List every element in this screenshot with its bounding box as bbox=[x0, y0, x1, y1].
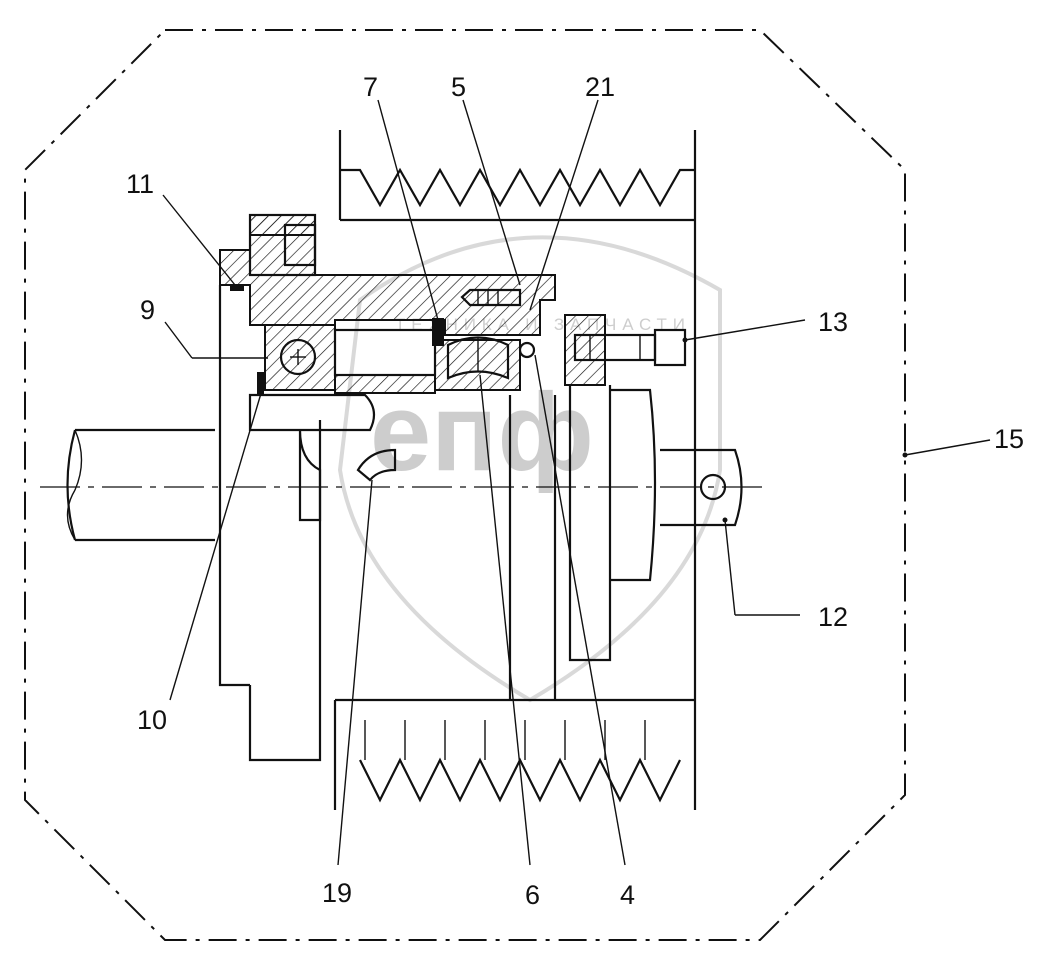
callout-7: 7 bbox=[363, 72, 379, 102]
seal-ring bbox=[432, 318, 444, 346]
callout-21: 21 bbox=[585, 72, 616, 102]
snap-ring bbox=[356, 448, 397, 482]
set-screw bbox=[230, 284, 244, 291]
leader-lines bbox=[162, 99, 991, 866]
roller-bearing bbox=[434, 336, 521, 391]
callout-19: 19 bbox=[322, 878, 353, 908]
callout-10: 10 bbox=[137, 705, 168, 735]
shaft-stub bbox=[660, 448, 743, 527]
callout-12: 12 bbox=[818, 602, 849, 632]
callout-6: 6 bbox=[525, 880, 541, 910]
callout-15: 15 bbox=[994, 424, 1025, 454]
end-cover bbox=[564, 314, 687, 386]
callout-4: 4 bbox=[620, 880, 636, 910]
grease-fitting bbox=[460, 288, 522, 307]
ball-bearing bbox=[264, 324, 336, 391]
callout-5: 5 bbox=[451, 72, 467, 102]
callout-11: 11 bbox=[126, 169, 155, 199]
shaft bbox=[66, 428, 215, 542]
o-ring bbox=[518, 341, 536, 359]
callout-13: 13 bbox=[818, 307, 849, 337]
pulley-teeth-top bbox=[338, 130, 697, 810]
callout-9: 9 bbox=[140, 295, 156, 325]
pulley-teeth-bottom bbox=[333, 698, 695, 810]
spacer-sleeve bbox=[333, 328, 437, 394]
leader-dots bbox=[682, 337, 908, 523]
shaft-seal bbox=[257, 372, 264, 394]
hub-body bbox=[248, 385, 657, 700]
frame-outline bbox=[24, 29, 906, 941]
